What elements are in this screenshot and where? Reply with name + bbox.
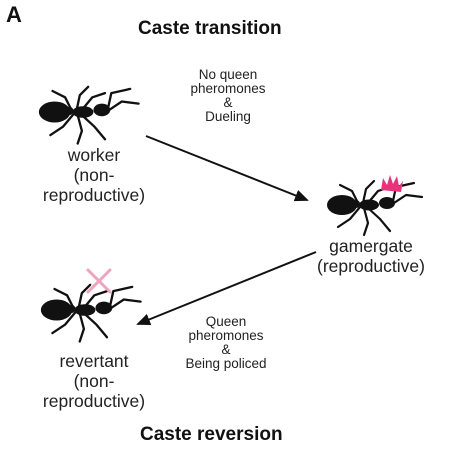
- reversion-condition-line-2: pheromones: [188, 328, 264, 343]
- revertant-ant-icon: [39, 283, 142, 343]
- cross-mark-icon: [86, 268, 112, 294]
- gamergate-ant-icon: [325, 179, 424, 237]
- caste-transition-heading: Caste transition: [138, 18, 282, 39]
- reversion-conditions: Queen pheromones & Being policed: [164, 315, 288, 371]
- worker-label-line-1: worker: [67, 145, 121, 165]
- worker-label-line-2: (non-: [73, 165, 115, 185]
- gamergate-label: gamergate (reproductive): [296, 236, 446, 276]
- reversion-condition-line-3: &: [221, 342, 231, 357]
- gamergate-label-line-2: (reproductive): [317, 256, 425, 276]
- worker-label-line-3: reproductive): [42, 185, 146, 205]
- revertant-label-line-3: reproductive): [42, 391, 146, 411]
- transition-condition-line-4: Dueling: [205, 109, 251, 124]
- gamergate-label-line-1: gamergate: [329, 236, 413, 256]
- panel-letter: A: [6, 2, 22, 27]
- transition-conditions: No queen pheromones & Dueling: [168, 68, 288, 124]
- transition-condition-line-3: &: [223, 95, 233, 110]
- reversion-condition-line-1: Queen: [205, 314, 247, 329]
- reversion-condition-line-4: Being policed: [185, 356, 267, 371]
- transition-condition-line-2: pheromones: [190, 81, 266, 96]
- crown-icon: [381, 175, 403, 192]
- revertant-label-line-2: (non-: [73, 371, 115, 391]
- transition-condition-line-1: No queen: [198, 67, 258, 82]
- transition-arrow: [145, 135, 309, 202]
- caste-reversion-heading: Caste reversion: [140, 424, 283, 445]
- worker-ant-icon: [37, 85, 140, 145]
- reversion-arrow: [136, 251, 317, 326]
- worker-label: worker (non- reproductive): [34, 145, 154, 205]
- revertant-label-line-1: revertant: [59, 351, 129, 371]
- revertant-label: revertant (non- reproductive): [34, 351, 154, 411]
